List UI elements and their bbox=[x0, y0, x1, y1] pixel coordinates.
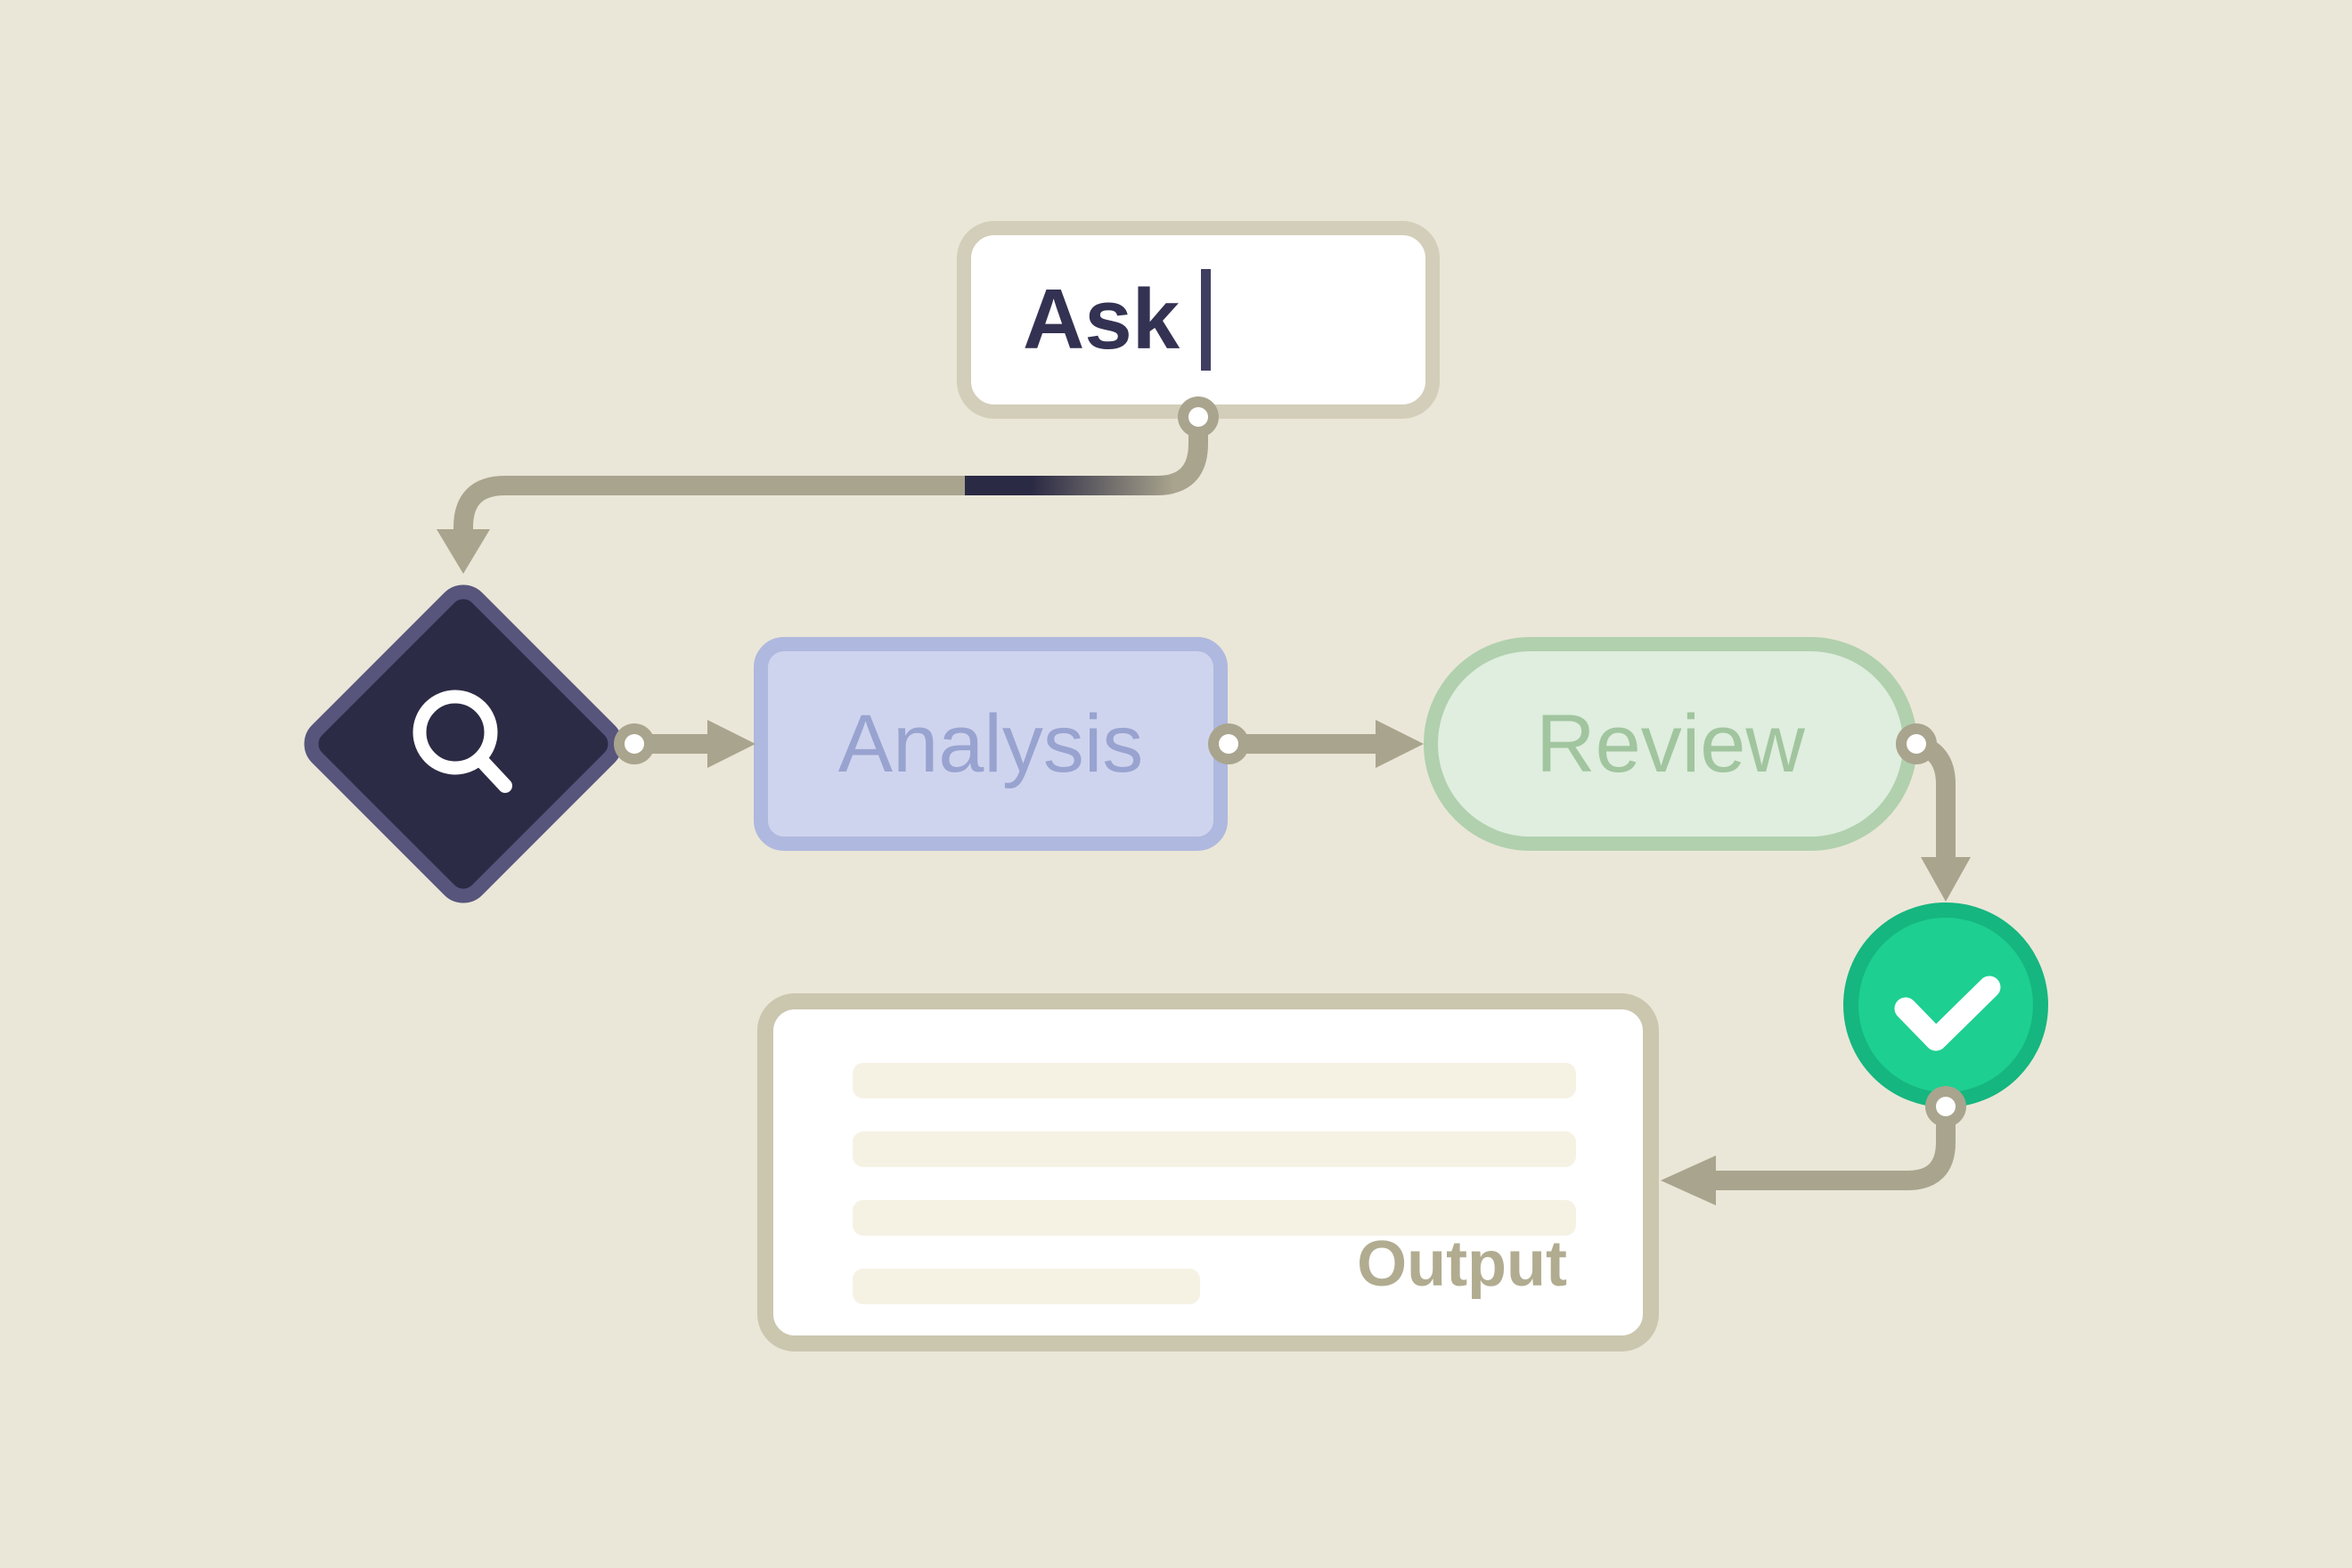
placeholder-text-bar bbox=[853, 1131, 1576, 1167]
arrowhead-left-into-output bbox=[1661, 1156, 1716, 1205]
arrowhead-right-into-analysis bbox=[707, 720, 755, 768]
ask-input-node[interactable]: Ask bbox=[957, 221, 1440, 419]
placeholder-text-bar bbox=[853, 1063, 1576, 1098]
review-process-node[interactable]: Review bbox=[1424, 637, 1917, 851]
analysis-node-label: Analysis bbox=[837, 698, 1144, 789]
analysis-process-node[interactable]: Analysis bbox=[754, 637, 1228, 851]
connector-review-to-approved bbox=[1913, 734, 1956, 857]
output-document-node[interactable]: Output bbox=[757, 993, 1659, 1352]
placeholder-text-bar bbox=[853, 1269, 1200, 1304]
text-cursor bbox=[1201, 269, 1212, 371]
placeholder-text-bar bbox=[853, 1200, 1576, 1236]
output-node-label: Output bbox=[1357, 1229, 1567, 1300]
arrowhead-down-into-search bbox=[437, 529, 490, 574]
arrowhead-right-into-review bbox=[1376, 720, 1424, 768]
search-decision-node[interactable] bbox=[293, 574, 633, 914]
ask-node-label: Ask bbox=[1023, 272, 1180, 367]
arrowhead-down-into-approved bbox=[1921, 857, 1971, 902]
review-node-label: Review bbox=[1536, 698, 1805, 789]
approved-status-node[interactable] bbox=[1843, 902, 2048, 1107]
connector-approved-to-output bbox=[1716, 1107, 1956, 1190]
connector-ask-to-search bbox=[453, 417, 1208, 531]
search-icon bbox=[357, 638, 569, 850]
checkmark-icon bbox=[1894, 976, 2001, 1051]
